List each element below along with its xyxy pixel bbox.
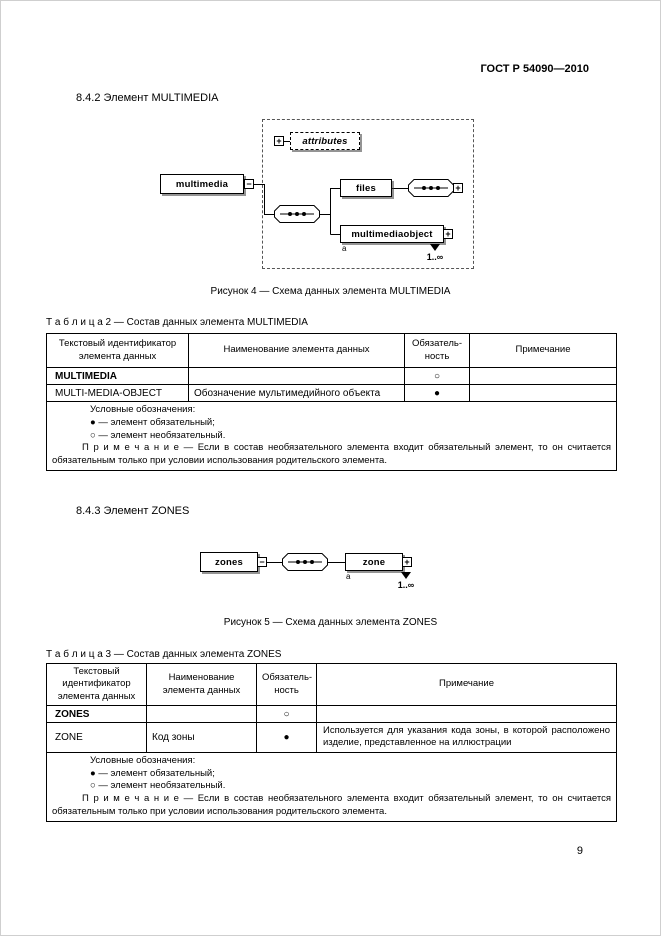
cell-name <box>146 705 257 724</box>
cell-note: Используется для указания кода зоны, в к… <box>316 722 617 753</box>
col-header-name: Наименование элемента данных <box>146 662 257 707</box>
zone-element-box: zone <box>345 553 403 571</box>
col-header-id: Текстовый идентификатор элемента данных <box>46 333 189 368</box>
expand-icon: + <box>443 229 453 239</box>
document-code: ГОСТ Р 54090—2010 <box>480 63 589 75</box>
table-header-row: Текстовый идентификатор элемента данных … <box>46 662 617 707</box>
diagram-footnote: а <box>346 572 351 581</box>
legend-mandatory: ● — элемент обязательный; <box>90 416 215 428</box>
figure5-caption: Рисунок 5 — Схема данных элемента ZONES <box>223 617 438 628</box>
table-legend-row: Условные обозначения: ● — элемент обязат… <box>46 751 617 822</box>
cell-note <box>469 367 617 385</box>
zones-schema-diagram: zones − zone + а 1..∞ <box>200 545 440 600</box>
cell-name <box>188 367 405 385</box>
multimedia-element-box: multimedia <box>160 174 244 194</box>
table-row: MULTIMEDIA ○ <box>46 367 617 385</box>
cell-required: ● <box>256 722 317 753</box>
cell-note <box>469 384 617 402</box>
section-heading-multimedia: 8.4.2 Элемент MULTIMEDIA <box>76 92 219 104</box>
legend-note: П р и м е ч а н и е — Если в состав необ… <box>52 442 611 467</box>
cell-required: ● <box>404 384 470 402</box>
legend-mandatory: ● — элемент обязательный; <box>90 767 215 779</box>
legend-title: Условные обозначения: <box>90 754 196 766</box>
content-model-region <box>262 119 474 269</box>
occurrence-indicator: 1..∞ <box>386 572 426 590</box>
cell-id: MULTIMEDIA <box>46 367 189 385</box>
col-header-required: Обязатель- ность <box>256 662 317 707</box>
diagram-footnote: а <box>342 244 347 253</box>
occurs-label: 1..∞ <box>397 580 415 590</box>
connector-lines <box>267 562 345 563</box>
attributes-box: attributes <box>290 132 360 150</box>
legend-optional: ○ — элемент необязательный. <box>90 429 226 441</box>
section-heading-zones: 8.4.3 Элемент ZONES <box>76 505 190 517</box>
cell-name: Обозначение мультимедийного объекта <box>188 384 405 402</box>
legend-note: П р и м е ч а н и е — Если в состав необ… <box>52 793 611 817</box>
col-header-note: Примечание <box>469 333 617 368</box>
cell-id: ZONES <box>46 705 147 724</box>
multimedia-schema-diagram: + attributes multimedia − files + <box>160 117 490 279</box>
col-header-name: Наименование элемента данных <box>188 333 405 368</box>
files-element-box: files <box>340 179 392 197</box>
legend: Условные обозначения: ● — элемент обязат… <box>46 751 617 822</box>
cell-required: ○ <box>256 705 317 724</box>
sequence-compositor-icon <box>408 179 454 202</box>
collapse-icon: − <box>257 557 267 567</box>
legend: Условные обозначения: ● — элемент обязат… <box>46 400 617 472</box>
occurrence-indicator: 1..∞ <box>412 244 458 262</box>
legend-title: Условные обозначения: <box>90 404 196 415</box>
connector-lines <box>254 141 408 235</box>
expand-icon: + <box>453 183 463 193</box>
col-header-required: Обязатель- ность <box>404 333 470 368</box>
cell-name: Код зоны <box>146 722 257 753</box>
occurs-triangle-icon <box>430 244 440 251</box>
table3-title: Т а б л и ц а 3 — Состав данных элемента… <box>46 649 282 660</box>
multimediaobject-element-box: multimediaobject <box>340 225 444 243</box>
sequence-compositor-icon <box>274 205 320 228</box>
col-header-note: Примечание <box>316 662 617 707</box>
page-number: 9 <box>576 845 583 857</box>
table2-title: Т а б л и ц а 2 — Состав данных элемента… <box>46 317 308 328</box>
occurs-triangle-icon <box>401 572 411 579</box>
table-row: MULTI-MEDIA-OBJECT Обозначение мультимед… <box>46 384 617 402</box>
table-legend-row: Условные обозначения: ● — элемент обязат… <box>46 400 617 472</box>
col-header-id: Текстовый идентификатор элемента данных <box>46 662 147 707</box>
table-multimedia: Текстовый идентификатор элемента данных … <box>46 333 617 472</box>
table-zones: Текстовый идентификатор элемента данных … <box>46 662 617 822</box>
expand-icon: + <box>402 557 412 567</box>
occurs-label: 1..∞ <box>426 252 444 262</box>
cell-note <box>316 705 617 724</box>
legend-optional: ○ — элемент необязательный. <box>90 780 226 792</box>
collapse-icon: − <box>244 179 254 189</box>
sequence-compositor-icon <box>282 553 328 576</box>
expand-icon: + <box>274 136 284 146</box>
cell-required: ○ <box>404 367 470 385</box>
zones-element-box: zones <box>200 552 258 572</box>
cell-id: MULTI-MEDIA-OBJECT <box>46 384 189 402</box>
figure4-caption: Рисунок 4 — Схема данных элемента MULTIM… <box>210 286 451 297</box>
cell-id: ZONE <box>46 722 147 753</box>
table-row: ZONES ○ <box>46 705 617 724</box>
table-header-row: Текстовый идентификатор элемента данных … <box>46 333 617 368</box>
table-row: ZONE Код зоны ● Используется для указани… <box>46 722 617 753</box>
